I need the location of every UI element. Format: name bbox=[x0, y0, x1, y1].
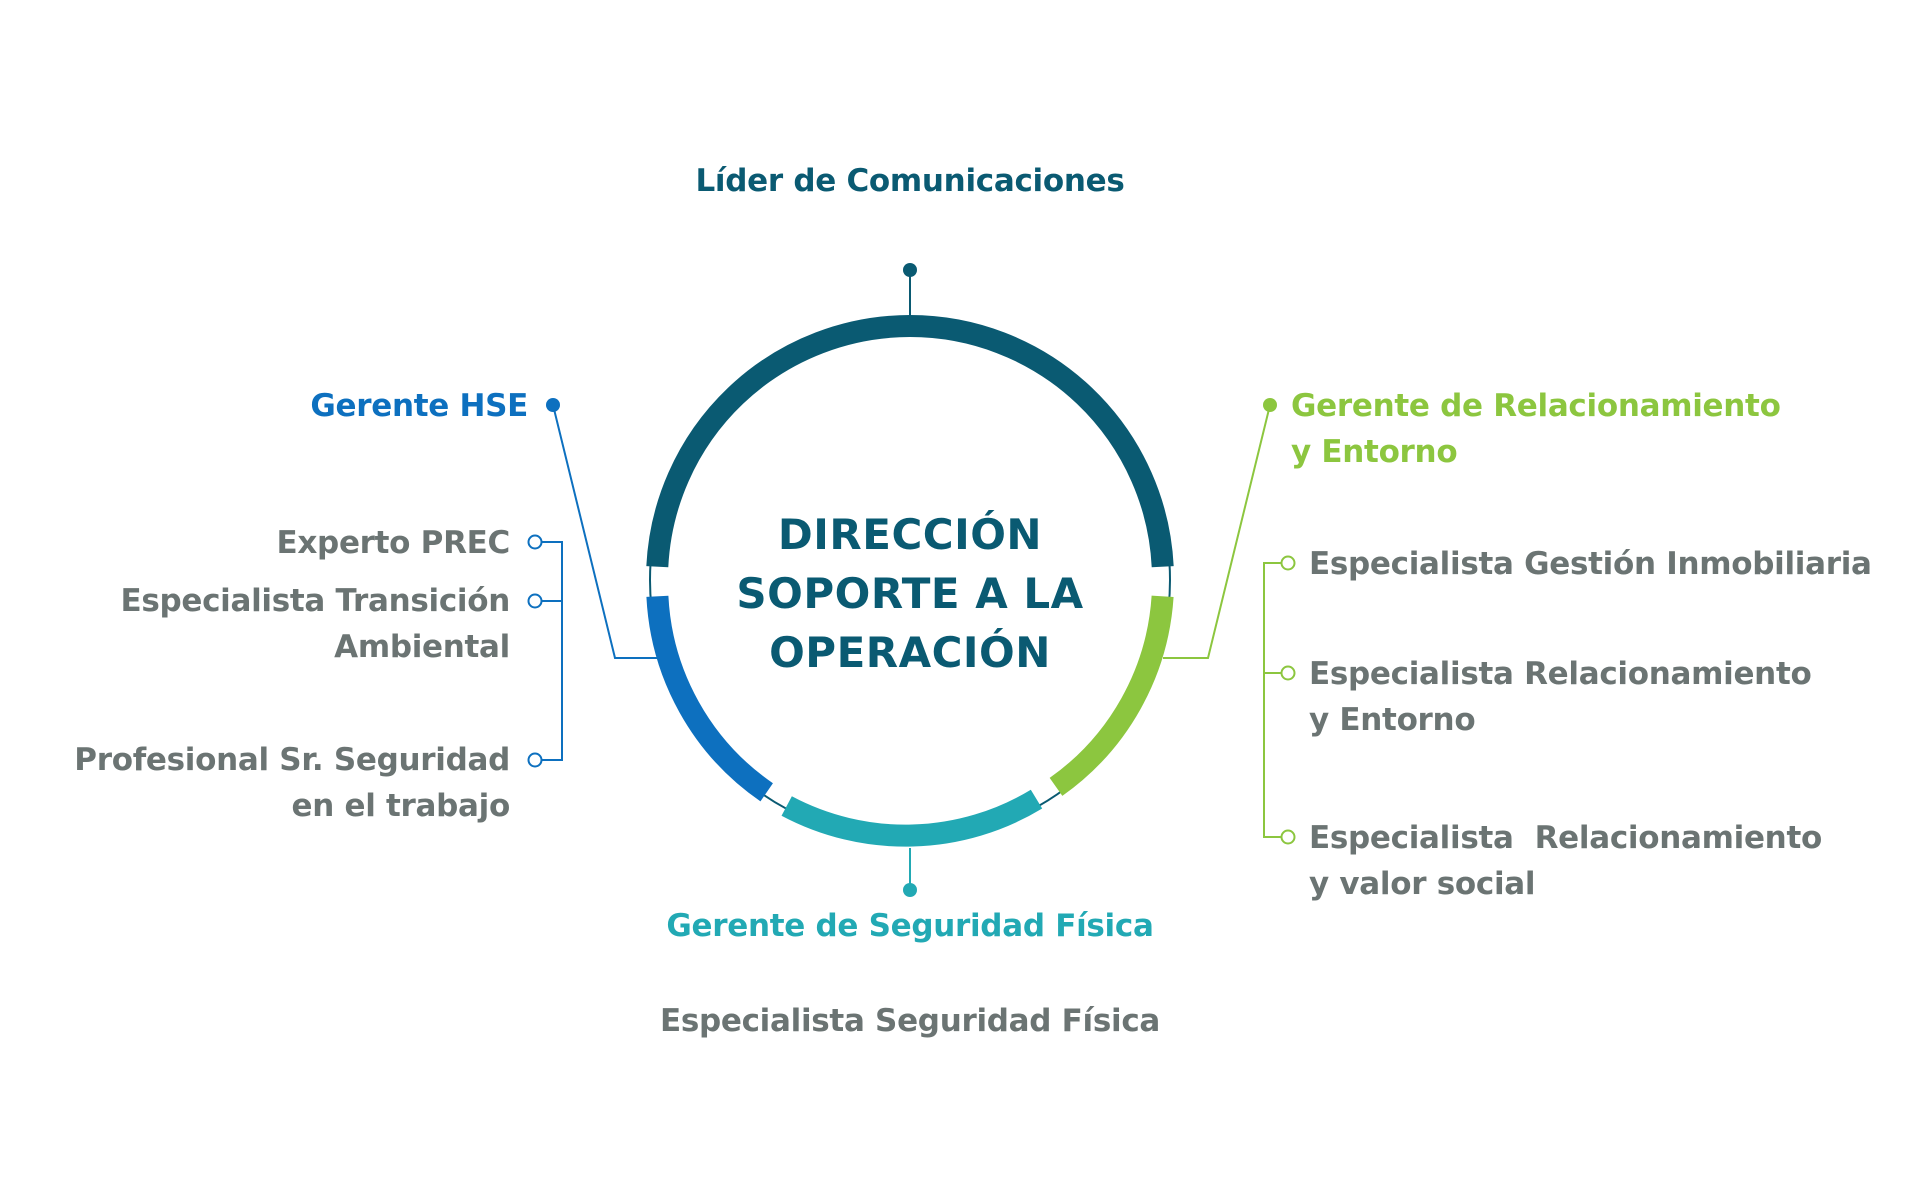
node-left-3 bbox=[527, 752, 543, 768]
dot-left bbox=[546, 398, 560, 412]
left-item-3-line-2: en el trabajo bbox=[291, 788, 511, 824]
right-title: Gerente de Relacionamiento y Entorno bbox=[1291, 383, 1781, 475]
right-item-3-line-1: Especialista Relacionamiento bbox=[1309, 820, 1822, 856]
dot-right bbox=[1263, 398, 1277, 412]
left-item-3-line-1: Profesional Sr. Seguridad bbox=[74, 742, 510, 778]
connector-left bbox=[552, 404, 660, 659]
arc-hse bbox=[646, 595, 773, 802]
left-item-2-line-1: Especialista Transición bbox=[120, 583, 510, 619]
left-title: Gerente HSE bbox=[310, 388, 528, 424]
center-title-line-3: OPERACIÓN bbox=[769, 628, 1051, 677]
bottom-title: Gerente de Seguridad Física bbox=[666, 908, 1154, 944]
bracket-right bbox=[1263, 562, 1288, 838]
node-right-1 bbox=[1280, 555, 1296, 571]
top-title: Líder de Comunicaciones bbox=[695, 163, 1125, 199]
right-item-2-line-2: y Entorno bbox=[1309, 702, 1476, 738]
right-title-line-2: y Entorno bbox=[1291, 434, 1458, 470]
right-item-2: Especialista Relacionamiento y Entorno bbox=[1309, 651, 1812, 743]
node-right-3 bbox=[1280, 829, 1296, 845]
dot-bottom bbox=[903, 883, 917, 897]
right-item-3: Especialista Relacionamiento y valor soc… bbox=[1309, 815, 1822, 907]
arc-relacionamiento bbox=[1049, 595, 1174, 796]
right-title-line-1: Gerente de Relacionamiento bbox=[1291, 388, 1781, 424]
node-left-1 bbox=[527, 534, 543, 550]
right-item-1-line-1: Especialista Gestión Inmobiliaria bbox=[1309, 546, 1872, 582]
right-item-3-line-2: y valor social bbox=[1309, 866, 1536, 902]
arc-seguridad-fisica bbox=[781, 789, 1043, 847]
center-title: DIRECCIÓN SOPORTE A LA OPERACIÓN bbox=[660, 505, 1160, 682]
left-item-3: Profesional Sr. Seguridad en el trabajo bbox=[74, 737, 510, 829]
bracket-left bbox=[535, 541, 563, 761]
center-title-line-2: SOPORTE A LA bbox=[736, 569, 1084, 618]
bottom-item-1: Especialista Seguridad Física bbox=[659, 1003, 1161, 1039]
right-item-2-line-1: Especialista Relacionamiento bbox=[1309, 656, 1812, 692]
left-item-2-line-2: Ambiental bbox=[334, 629, 510, 665]
connector-right bbox=[1163, 404, 1271, 659]
left-item-1-line-1: Experto PREC bbox=[276, 525, 510, 561]
right-item-1: Especialista Gestión Inmobiliaria bbox=[1309, 541, 1872, 587]
left-item-2: Especialista Transición Ambiental bbox=[120, 578, 510, 670]
dot-top bbox=[903, 263, 917, 277]
left-item-1: Experto PREC bbox=[276, 520, 510, 566]
node-right-2 bbox=[1280, 665, 1296, 681]
node-left-2 bbox=[527, 593, 543, 609]
arc-comunicaciones bbox=[646, 315, 1174, 568]
center-title-line-1: DIRECCIÓN bbox=[777, 510, 1043, 559]
